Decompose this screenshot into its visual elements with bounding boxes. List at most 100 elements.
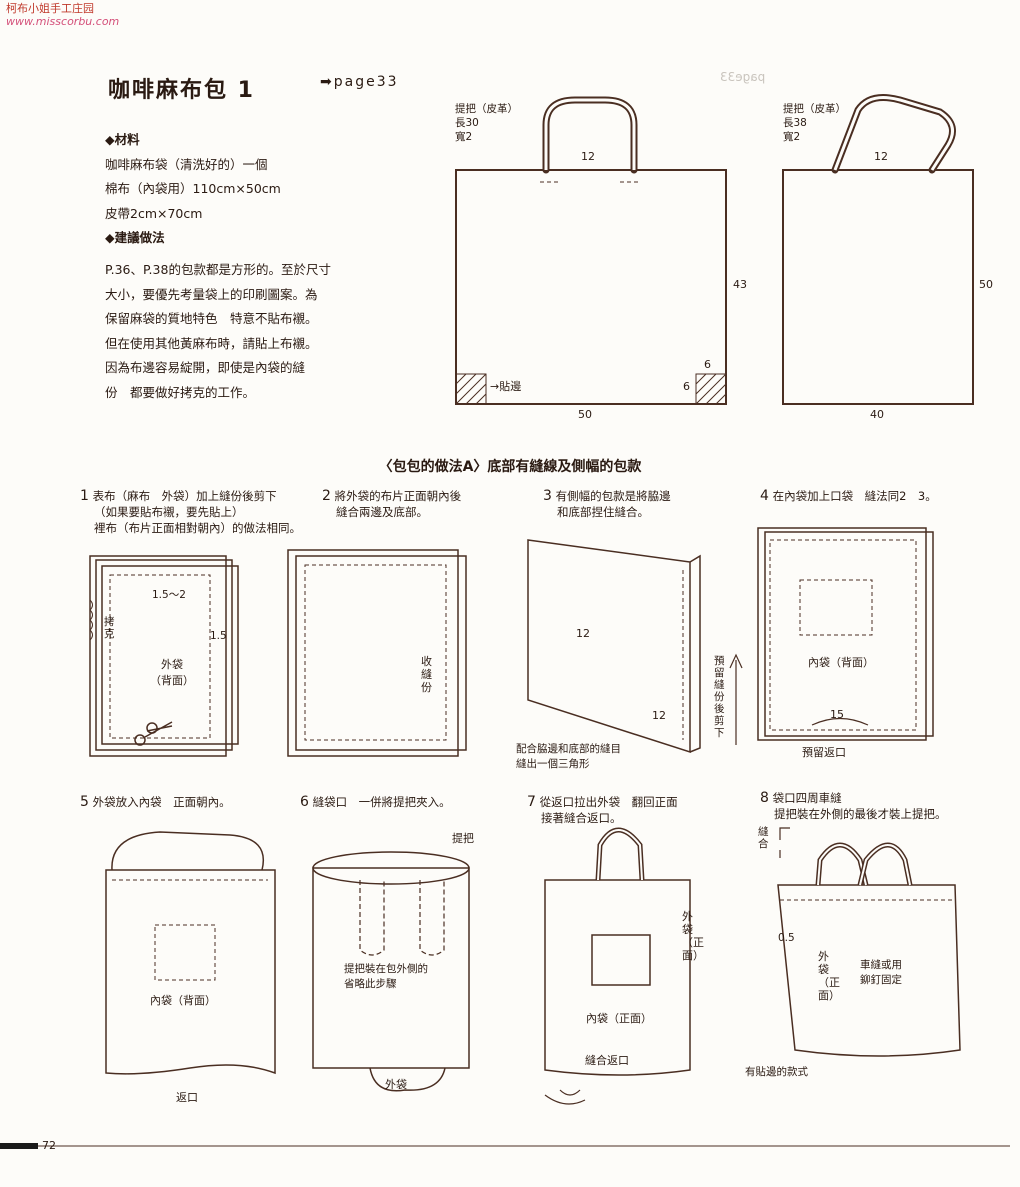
logo-url: www.misscorbu.com [6, 15, 120, 28]
note-line: 鉚釘固定 [860, 974, 902, 986]
step-8-text: 8 袋口四周車縫 提把裝在外側的最後才裝上提把。 [760, 790, 947, 822]
diagram2-bottom-dim: 40 [870, 408, 884, 421]
step5-bag [105, 869, 276, 1075]
step-number: 2 [322, 488, 331, 504]
handle-label: 提把（皮革） [455, 103, 518, 115]
step8-fix-note: 車縫或用 鉚釘固定 [860, 958, 902, 988]
diagram1-handle-spec: 提把（皮革） 長30 寬2 [455, 102, 518, 144]
page-reference: ➡page33 [320, 74, 399, 90]
note-line: 提把裝在包外側的 [344, 963, 428, 975]
diagram1-corner-dim-b: 6 [683, 380, 690, 393]
bag-diagram-2-handle [831, 94, 956, 174]
diagram1-patch-label: →貼邊 [490, 380, 522, 393]
needle-icon [544, 1094, 586, 1105]
scissors-icon [134, 721, 173, 746]
site-logo: 柯布小姐手工庄园 www.misscorbu.com [6, 2, 119, 28]
step6-bag [312, 867, 470, 1069]
step-1-text: 1 表布（麻布 外袋）加上縫份後剪下 （如果要貼布襯，要先貼上） 裡布（布片正面… [80, 488, 301, 536]
page-title: 咖啡麻布包 1 [108, 78, 255, 103]
note-line: 車縫或用 [860, 959, 902, 971]
materials-heading: ◆材料 [105, 132, 140, 147]
step-number: 8 [760, 790, 769, 806]
handle-width: 寬2 [783, 131, 801, 143]
step4-opening-label: 預留返口 [802, 746, 846, 759]
diagram1-top-dim: 12 [581, 150, 595, 163]
step5-outer-label: 外袋 [385, 1078, 407, 1091]
step-5-text: 5 外袋放入內袋 正面朝內。 [80, 794, 231, 810]
step1-bag-label: 外袋 （背面） [150, 656, 194, 688]
step7-inner-label: 內袋（正面） [586, 1012, 652, 1025]
step-line: 外袋放入內袋 正面朝內。 [92, 795, 231, 809]
step6-handle-label: 提把 [452, 832, 474, 845]
note-line: 配合脇邊和底部的縫目 [516, 743, 621, 755]
material-item: 棉布（內袋用）110cm×50cm [105, 181, 281, 196]
step-line: 縫袋口 一併將提把夾入。 [312, 795, 451, 809]
step-line: 在內袋加上口袋 縫法同2 3。 [772, 489, 937, 503]
step-number: 5 [80, 794, 89, 810]
method-line: P.36、P.38的包款都是方形的。至於尺寸 [105, 262, 331, 277]
step-line: （如果要貼布襯，要先貼上） [94, 505, 244, 519]
step-2-text: 2 將外袋的布片正面朝內後 縫合兩邊及底部。 [322, 488, 461, 520]
step-number: 7 [527, 794, 536, 810]
bag-side: （背面） [150, 674, 194, 687]
method-line: 因為布邊容易綻開，即使是內袋的縫 [105, 360, 306, 375]
method-line: 份 都要做好拷克的工作。 [105, 384, 256, 400]
step7-bag [544, 879, 691, 1076]
diagram1-height-dim: 43 [733, 278, 747, 291]
step-line: 從返口拉出外袋 翻回正面 [539, 795, 678, 809]
step-line: 和底部捏住縫合。 [557, 505, 649, 519]
handle-label: 提把（皮革） [783, 103, 846, 115]
step3-corner-dim: 12 [652, 709, 666, 722]
page-number: 72 [42, 1139, 56, 1152]
step3-note: 配合脇邊和底部的縫目 縫出一個三角形 [516, 742, 621, 772]
method-heading: ◆建議做法 [105, 230, 165, 245]
step8-caption: 有貼邊的款式 [745, 1066, 808, 1078]
step-4-text: 4 在內袋加上口袋 縫法同2 3。 [760, 488, 937, 504]
step6-note: 提把裝在包外側的 省略此步驟 [344, 962, 428, 992]
logo-name: 柯布小姐手工庄园 [6, 2, 94, 15]
bag-diagram-1-body [455, 169, 727, 405]
step-number: 1 [80, 488, 89, 504]
step-3-text: 3 有側幅的包款是將脇邊 和底部捏住縫合。 [543, 488, 671, 520]
step-line: 縫合兩邊及底部。 [336, 505, 428, 519]
step4-bag [757, 527, 927, 741]
page-number-bar [0, 1143, 38, 1149]
bag-diagram-2-body [782, 169, 974, 405]
handle-length: 長30 [455, 117, 479, 129]
step-line: 將外袋的布片正面朝內後 [334, 489, 462, 503]
step-line: 表布（麻布 外袋）加上縫份後剪下 [92, 489, 277, 503]
step-number: 3 [543, 488, 552, 504]
step-7-text: 7 從返口拉出外袋 翻回正面 接著縫合返口。 [527, 794, 678, 826]
step-number: 4 [760, 488, 769, 504]
step1-seam-side: 1.5 [210, 630, 227, 642]
step1-seam-top: 1.5～2 [152, 589, 186, 601]
diagram2-top-dim: 12 [874, 150, 888, 163]
diagram1-bottom-dim: 50 [578, 408, 592, 421]
note-line: 縫出一個三角形 [516, 758, 590, 770]
patch-label-text: 貼邊 [499, 380, 522, 393]
step1-overlock: 拷克 [104, 616, 115, 640]
method-text: P.36、P.38的包款都是方形的。至於尺寸 大小，要優先考量袋上的印刷圖案。為… [105, 258, 405, 405]
bag-name: 外袋 [161, 658, 183, 671]
materials-block: ◆材料 咖啡麻布袋（清洗好的）一個 棉布（內袋用）110cm×50cm 皮帶2c… [105, 128, 405, 251]
section-title: 〈包包的做法A〉底部有縫線及側幅的包款 [378, 459, 642, 475]
note-line: 省略此步驟 [344, 978, 397, 990]
step2-seam-label: 收縫份 [421, 655, 432, 694]
step-6-text: 6 縫袋口 一併將提把夾入。 [300, 794, 451, 810]
method-line: 大小，要優先考量袋上的印刷圖案。為 [105, 286, 318, 302]
step4-bag-label: 內袋（背面） [808, 656, 874, 669]
step3-trim-label: 預留縫份後剪下 [714, 655, 725, 739]
step5-return-label: 返口 [176, 1091, 198, 1104]
step5-bag-label: 內袋（背面） [150, 994, 216, 1007]
page-reference-text: page33 [333, 74, 399, 90]
diagram2-height-dim: 50 [979, 278, 993, 291]
material-item: 咖啡麻布袋（清洗好的）一個 [105, 156, 268, 172]
step-line: 袋口四周車縫 [772, 791, 842, 805]
step8-dim: 0.5 [778, 932, 795, 944]
step-line: 裡布（布片正面相對朝內）的做法相同。 [94, 521, 301, 535]
step8-stitch-label: 縫合 [758, 826, 769, 850]
method-line: 但在使用其他黃麻布時，請貼上布襯。 [105, 335, 318, 351]
step2-fabric [287, 549, 459, 757]
step-line: 接著縫合返口。 [541, 811, 622, 825]
